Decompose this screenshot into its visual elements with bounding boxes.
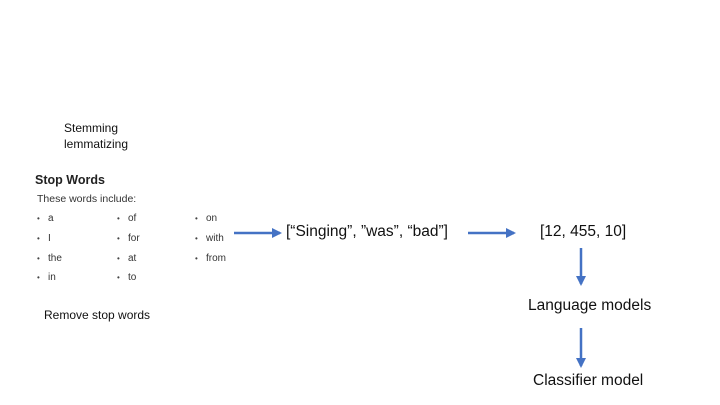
language-models-label: Language models <box>528 297 652 314</box>
stop-word-text: to <box>128 272 137 283</box>
stop-word-item: • to <box>117 272 136 283</box>
stop-word-item: • on <box>195 213 217 224</box>
bullet-icon: • <box>117 273 120 282</box>
stop-word-item: • from <box>195 253 226 264</box>
bullet-icon: • <box>117 214 120 223</box>
bullet-icon: • <box>37 234 40 243</box>
bullet-icon: • <box>37 254 40 263</box>
classifier-model-label: Classifier model <box>533 372 644 389</box>
bullet-icon: • <box>195 234 198 243</box>
bullet-icon: • <box>195 254 198 263</box>
bullet-icon: • <box>37 273 40 282</box>
token-list: [“Singing”, ”was”, “bad”] <box>286 223 448 240</box>
stop-word-text: the <box>48 253 62 264</box>
stop-word-text: of <box>128 213 137 224</box>
bullet-icon: • <box>195 214 198 223</box>
stop-words-subtitle: These words include: <box>37 193 137 205</box>
token-ids: [12, 455, 10] <box>540 223 627 240</box>
stop-words-title: Stop Words <box>35 173 105 187</box>
stop-word-text: from <box>206 253 226 264</box>
lemmatizing-note: lemmatizing <box>64 137 129 151</box>
stop-word-item: • at <box>117 253 136 264</box>
bullet-icon: • <box>37 214 40 223</box>
stop-word-item: • with <box>195 233 224 244</box>
bullet-icon: • <box>117 254 120 263</box>
stop-word-item: •a <box>37 213 54 224</box>
stop-word-item: • for <box>117 233 140 244</box>
remove-stop-words-note: Remove stop words <box>44 308 151 322</box>
stemming-note: Stemming <box>64 121 119 135</box>
stop-word-item: • of <box>117 213 136 224</box>
stop-word-text: for <box>128 233 140 244</box>
stop-word-text: a <box>48 213 54 224</box>
stop-word-item: •I <box>37 233 51 244</box>
bullet-icon: • <box>117 234 120 243</box>
stop-word-item: • the <box>37 253 62 264</box>
stop-word-text: in <box>48 272 56 283</box>
stop-word-text: at <box>128 253 137 264</box>
stop-word-text: on <box>206 213 218 224</box>
stop-word-item: • in <box>37 272 56 283</box>
stop-word-text: I <box>48 233 51 244</box>
stop-word-text: with <box>206 233 224 244</box>
